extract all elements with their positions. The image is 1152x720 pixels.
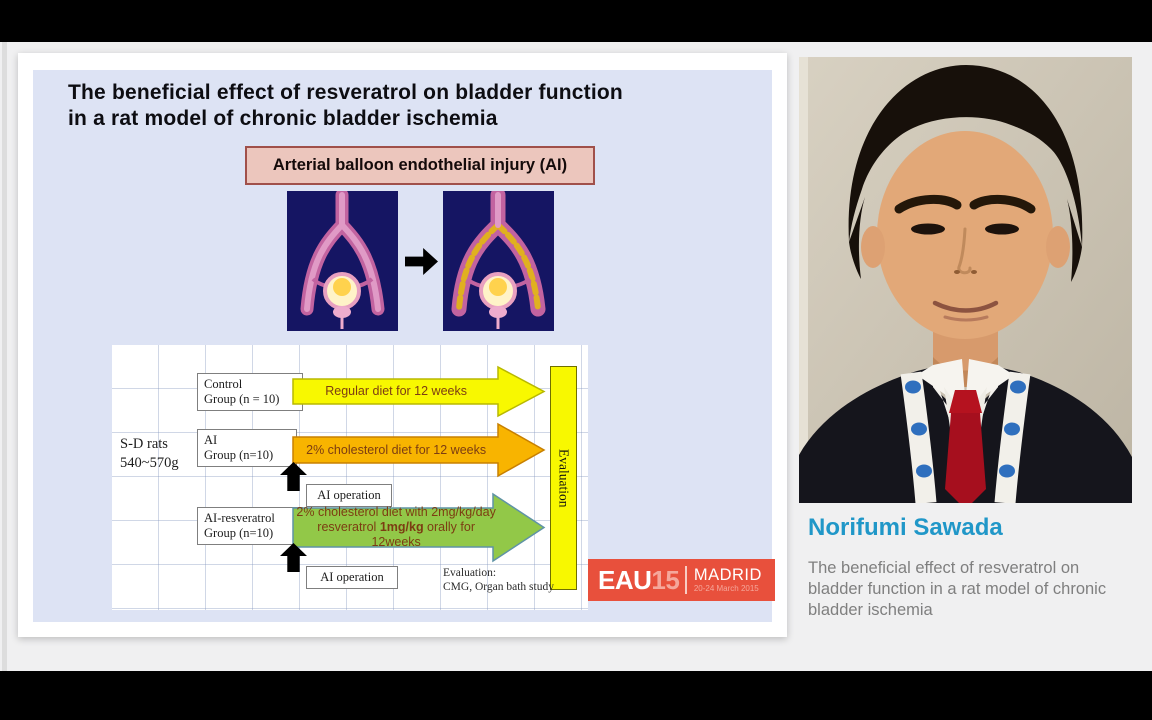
artery-normal-graphic — [300, 188, 385, 329]
control-group-line2: Group (n = 10) — [204, 392, 280, 406]
control-group-line1: Control — [204, 377, 243, 391]
ai-operation-label-1: AI operation — [317, 488, 381, 502]
speaker-name: Norifumi Sawada — [808, 514, 1003, 541]
control-diet-arrow: Regular diet for 12 weeks — [292, 365, 546, 418]
ai-diet-label: 2% cholesterol diet for 12 weeks — [306, 442, 487, 457]
eau-logo-divider — [685, 566, 687, 594]
control-diet-label: Regular diet for 12 weeks — [325, 384, 467, 398]
evaluation-note-line2: CMG, Organ bath study — [443, 581, 554, 593]
resveratrol-dose-pre: resveratrol — [317, 520, 380, 534]
ai-group-line1: AI — [204, 433, 218, 447]
resveratrol-dose-post: orally for 12weeks — [371, 520, 475, 549]
resveratrol-group-box: AI-resveratrol Group (n=10) — [197, 507, 303, 545]
speaker-portrait-graphic — [799, 57, 1132, 504]
slide-card: The beneficial effect of resveratrol on … — [18, 53, 787, 637]
ai-injury-banner: Arterial balloon endothelial injury (AI) — [245, 146, 595, 185]
presentation-slide: The beneficial effect of resveratrol on … — [33, 70, 772, 622]
resveratrol-arrow-shape — [292, 492, 546, 563]
resveratrol-diet-label: 2% cholesterol diet with 2mg/kg/day resv… — [292, 491, 500, 564]
resveratrol-diet-line1: 2% cholesterol diet with 2mg/kg/day — [296, 505, 496, 519]
slide-title: The beneficial effect of resveratrol on … — [68, 80, 748, 132]
speaker-photo — [799, 57, 1132, 504]
eau-city-block: MADRID 20-24 March 2015 — [693, 566, 762, 594]
ai-operation-box-2: AI operation — [306, 566, 398, 589]
evaluation-note: Evaluation: CMG, Organ bath study — [443, 566, 554, 594]
subject-line1: S-D rats — [120, 436, 168, 452]
resveratrol-diet-line2: resveratrol 1mg/kg orally for 12weeks — [292, 520, 500, 550]
eau-year-text: 15 — [651, 564, 680, 595]
slide-title-line1: The beneficial effect of resveratrol on … — [68, 81, 623, 104]
transition-arrow-icon — [405, 248, 438, 275]
speaker-talk-title: The beneficial effect of resveratrol on … — [808, 559, 1107, 619]
resveratrol-diet-arrow: 2% cholesterol diet with 2mg/kg/day resv… — [292, 491, 546, 564]
eau-city-text: MADRID — [693, 566, 762, 584]
resveratrol-group-line1: AI-resveratrol — [204, 511, 275, 525]
control-arrow-shape — [292, 365, 546, 418]
artery-diagram-normal — [287, 188, 398, 331]
ai-diet-arrow: 2% cholesterol diet for 12 weeks — [292, 422, 546, 478]
artery-injured-graphic — [451, 187, 546, 329]
ai-operation-box-1: AI operation — [306, 484, 392, 507]
eau-brand-text: EAU — [598, 564, 652, 595]
left-edge-strip — [2, 42, 7, 671]
ai-injury-banner-label: Arterial balloon endothelial injury (AI) — [272, 156, 568, 174]
video-frame: The beneficial effect of resveratrol on … — [0, 42, 1152, 671]
ai-group-line2: Group (n=10) — [204, 448, 274, 462]
evaluation-bar-label: Evaluation — [556, 448, 572, 508]
resveratrol-group-line2: Group (n=10) — [204, 526, 274, 540]
ai-operation-label-2: AI operation — [320, 570, 384, 584]
eau-dates-text: 20-24 March 2015 — [693, 584, 759, 593]
resveratrol-dose-bold: 1mg/kg — [379, 520, 424, 534]
study-design-diagram: S-D rats 540~570g Control Group (n = 10)… — [112, 345, 588, 610]
ai-group-box: AI Group (n=10) — [197, 429, 297, 467]
subject-label: S-D rats 540~570g — [120, 435, 179, 473]
subject-line2: 540~570g — [120, 455, 179, 471]
ai-arrow-shape — [292, 422, 546, 478]
evaluation-note-line1: Evaluation: — [443, 567, 497, 579]
evaluation-bar: Evaluation — [550, 366, 577, 590]
artery-diagram-injured — [443, 187, 554, 331]
control-group-box: Control Group (n = 10) — [197, 373, 303, 411]
slide-title-line2: in a rat model of chronic bladder ischem… — [68, 107, 498, 130]
